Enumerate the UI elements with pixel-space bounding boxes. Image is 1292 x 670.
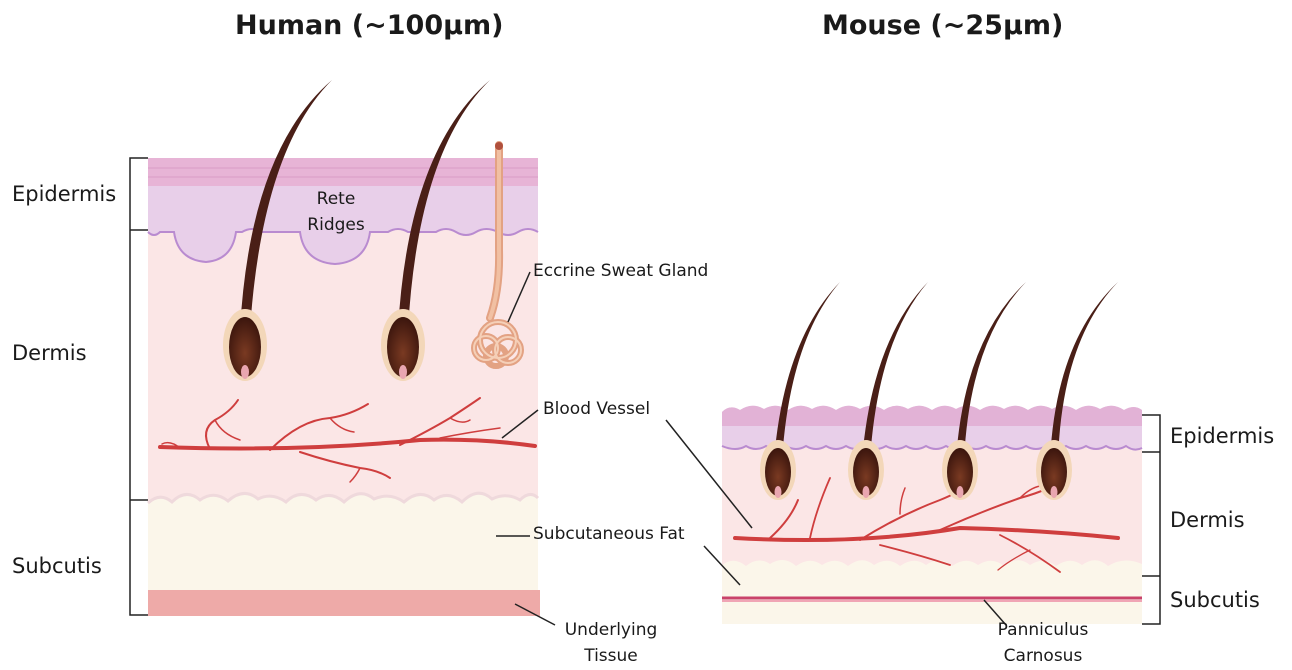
underlying-tissue-label: Underlying Tissue bbox=[556, 617, 666, 669]
rete-ridges-line1: Rete bbox=[296, 186, 376, 212]
blood-vessel-label: Blood Vessel bbox=[543, 399, 650, 419]
panniculus-line2: Carnosus bbox=[988, 643, 1098, 669]
human-label-subcutis: Subcutis bbox=[12, 554, 102, 578]
dermal-papilla bbox=[399, 365, 407, 379]
mouse-layer-bracket bbox=[1142, 415, 1160, 624]
panniculus-line1: Panniculus bbox=[988, 617, 1098, 643]
sweat-gland-label: Eccrine Sweat Gland bbox=[533, 261, 708, 281]
rete-ridges-label: Rete Ridges bbox=[296, 186, 376, 238]
human-underlying-tissue bbox=[148, 590, 540, 616]
human-layer-bracket bbox=[130, 158, 148, 615]
human-label-dermis: Dermis bbox=[12, 341, 87, 365]
mouse-label-epidermis: Epidermis bbox=[1170, 424, 1274, 448]
sweat-pore bbox=[495, 142, 503, 150]
dermal-papilla bbox=[241, 365, 249, 379]
subcutaneous-fat-label: Subcutaneous Fat bbox=[533, 524, 685, 544]
rete-ridges-line2: Ridges bbox=[296, 212, 376, 238]
mouse-skin-block bbox=[722, 282, 1142, 624]
underlying-line1: Underlying bbox=[556, 617, 666, 643]
human-stratum-corneum bbox=[148, 158, 538, 186]
human-label-epidermis: Epidermis bbox=[12, 182, 116, 206]
mouse-label-subcutis: Subcutis bbox=[1170, 588, 1260, 612]
underlying-line2: Tissue bbox=[556, 643, 666, 669]
mouse-fat-layer bbox=[722, 560, 1142, 624]
human-skin-block bbox=[148, 80, 540, 616]
panniculus-carnosus-label: Panniculus Carnosus bbox=[988, 617, 1098, 669]
human-fat-layer bbox=[148, 493, 538, 590]
mouse-label-dermis: Dermis bbox=[1170, 508, 1245, 532]
